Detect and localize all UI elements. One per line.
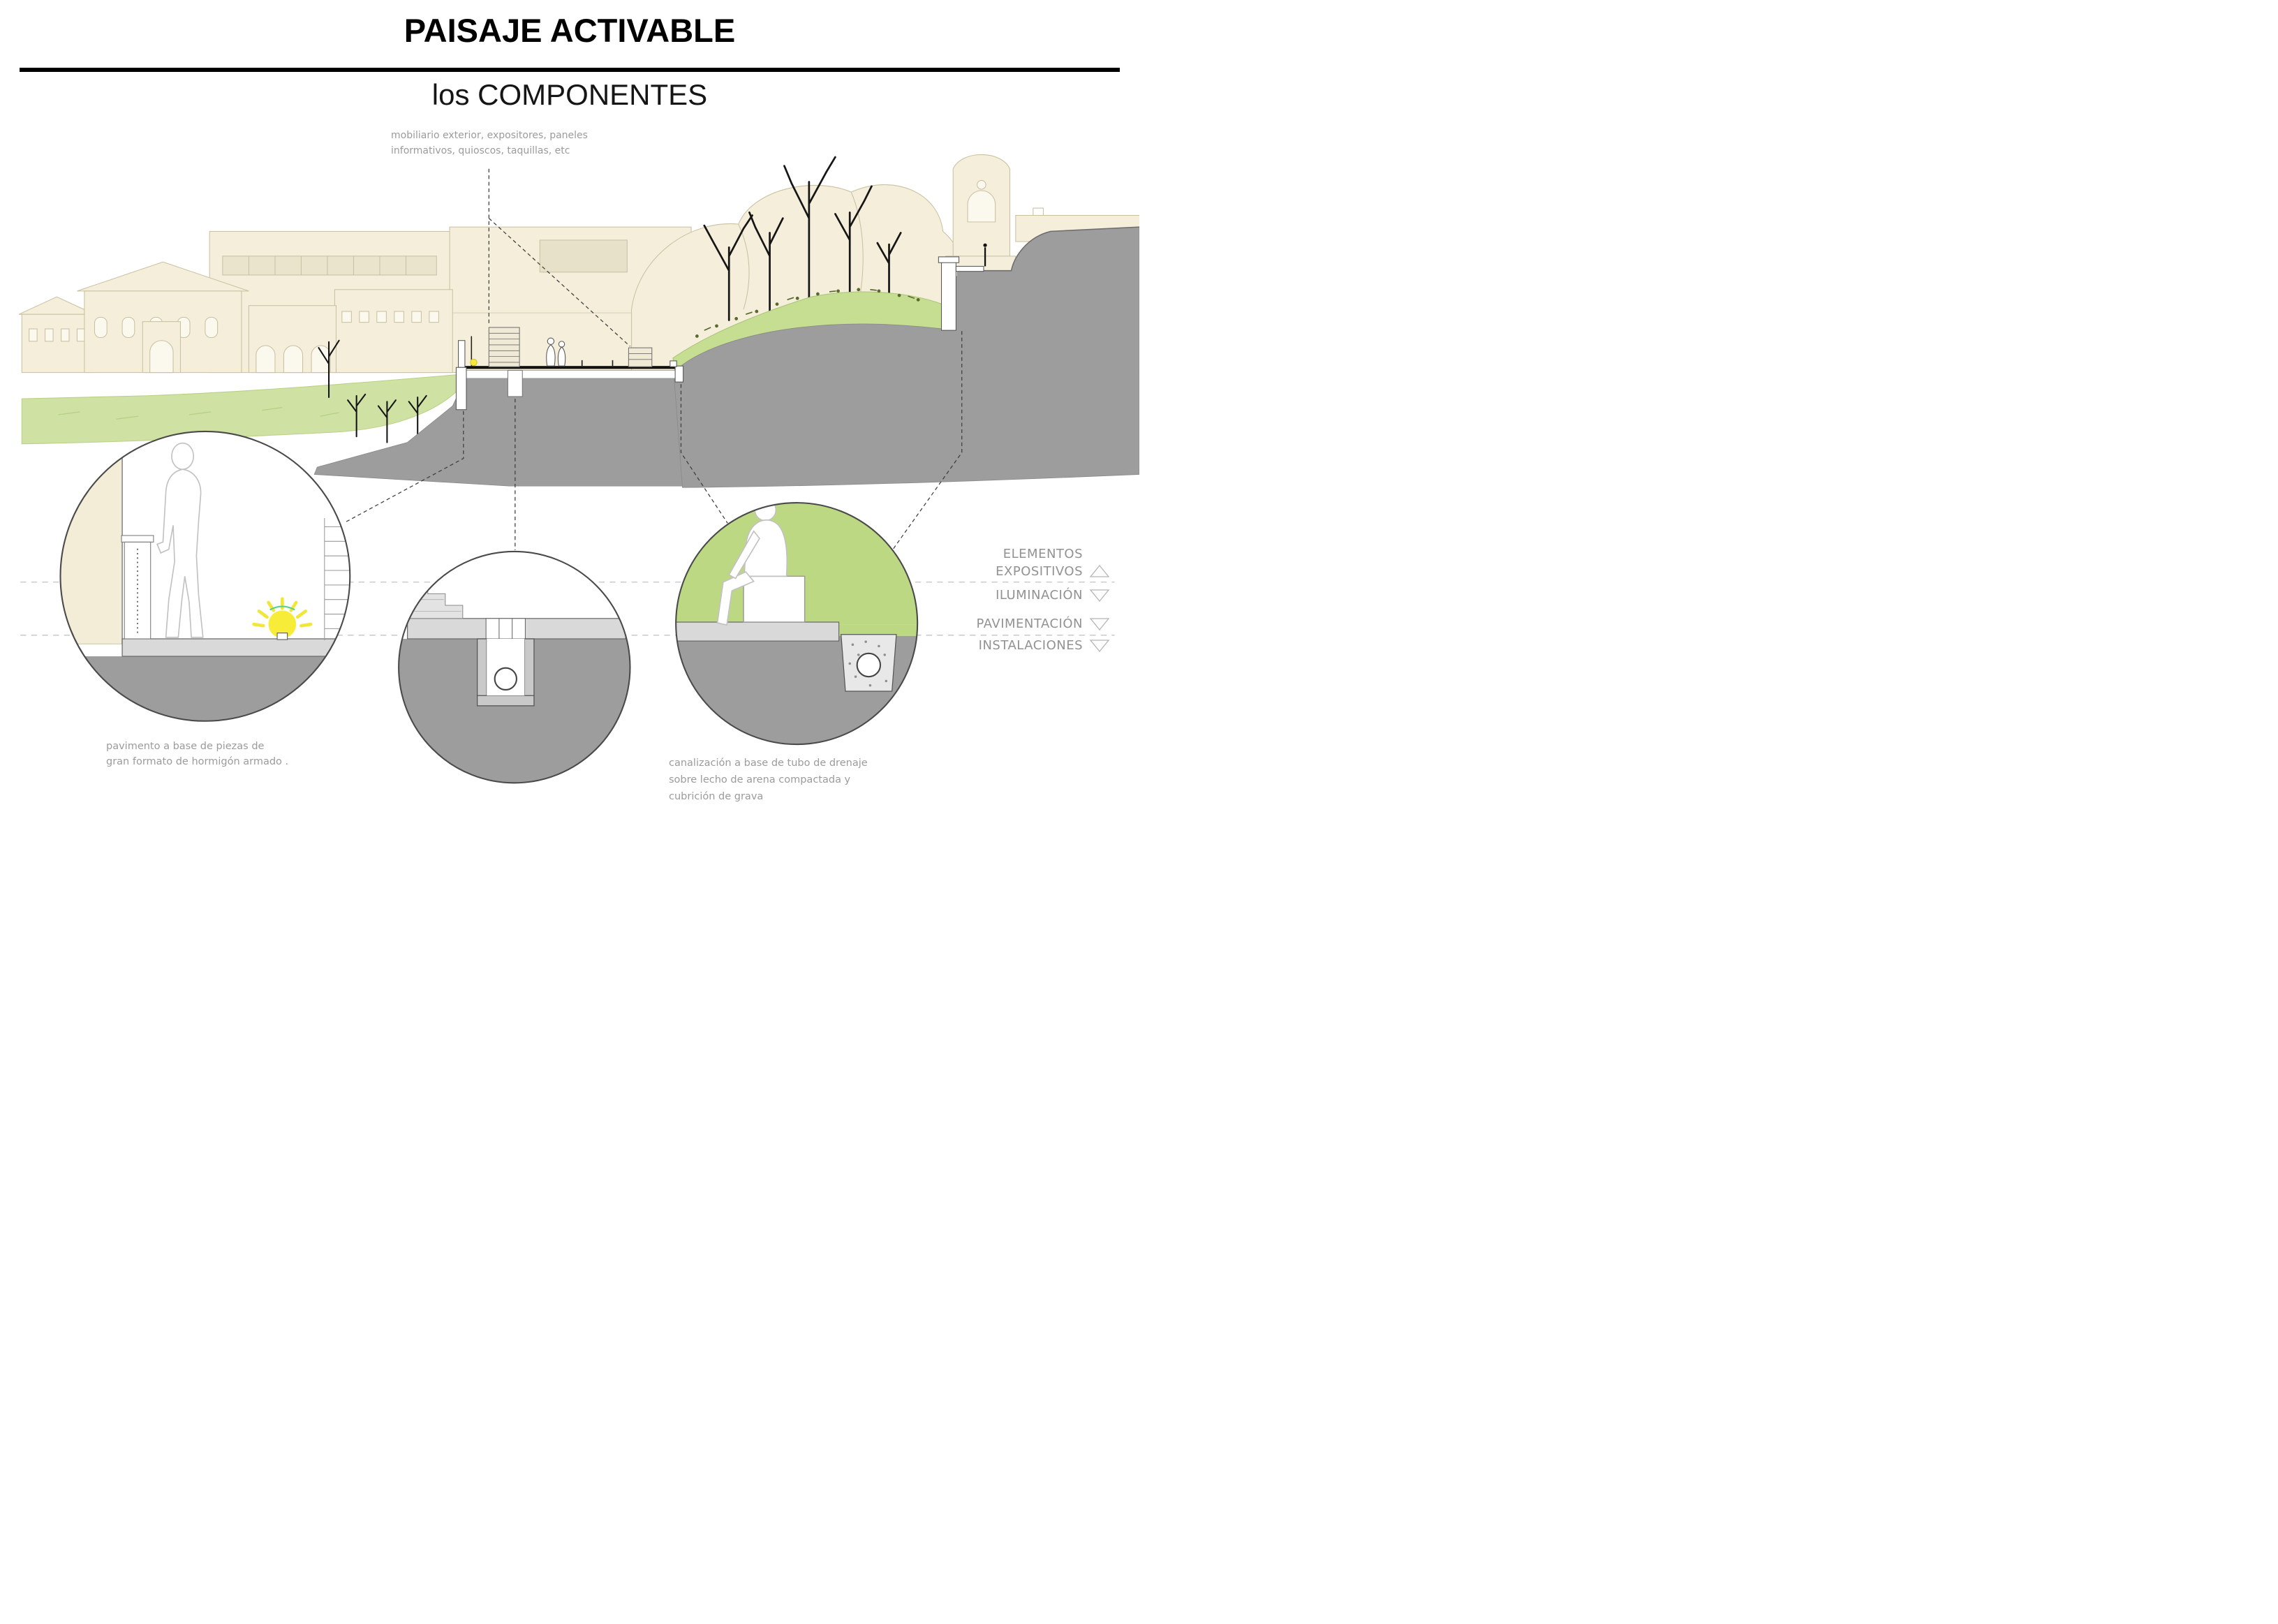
legend-label: PAVIMENTACIÓN xyxy=(976,617,1083,631)
legend-item-instalaciones: INSTALACIONES xyxy=(979,637,1110,654)
triangle-down-icon xyxy=(1089,639,1110,652)
detail-circle-drainage-channel xyxy=(398,550,631,784)
page-title: PAISAJE ACTIVABLE xyxy=(404,12,736,49)
trench-pipe xyxy=(856,652,882,678)
triangle-down-icon xyxy=(1089,589,1110,602)
plaza-deck-line xyxy=(464,366,683,369)
section-drawing xyxy=(18,154,1139,784)
plaza-light xyxy=(470,358,478,367)
poster-page: PAISAJE ACTIVABLE los COMPONENTES mobili… xyxy=(0,0,1139,812)
leader-lines xyxy=(344,168,963,550)
ground-section xyxy=(313,226,1139,488)
left-trees xyxy=(318,339,427,443)
hill-trees xyxy=(703,156,902,321)
drainage-channel xyxy=(477,638,535,707)
caption-pavimento: pavimento a base de piezas de gran forma… xyxy=(106,741,289,768)
hill-shrubs xyxy=(695,288,920,338)
annotation-mobiliario: mobiliario exterior, expositores, panele… xyxy=(391,130,588,156)
legend-label: ELEMENTOS EXPOSITIVOS xyxy=(996,547,1083,579)
caption-canalizacion: canalización a base de tubo de drenaje s… xyxy=(669,758,868,802)
retaining-wall xyxy=(938,256,984,331)
channel-grate xyxy=(485,618,526,640)
left-lawn xyxy=(21,374,466,445)
detail-circle-bench-drain xyxy=(675,502,919,746)
kiosk-panel xyxy=(488,327,653,367)
bench xyxy=(743,575,806,623)
drain-trench xyxy=(841,634,897,692)
drain-pit xyxy=(507,369,523,397)
title-divider xyxy=(20,68,1120,72)
plaza xyxy=(455,243,987,411)
drain-pipe xyxy=(494,667,517,691)
legend-item-elementos-expositivos: ELEMENTOS EXPOSITIVOS xyxy=(996,545,1110,580)
light-fixture xyxy=(276,633,288,640)
exhibit-pedestal xyxy=(121,535,154,640)
triangle-down-icon xyxy=(1089,617,1110,630)
legend-label: ILUMINACIÓN xyxy=(996,588,1083,603)
legend-item-iluminacion: ILUMINACIÓN xyxy=(996,586,1110,604)
plaza-people xyxy=(546,337,566,367)
standing-person xyxy=(156,442,204,638)
legend-item-pavimentacion: PAVIMENTACIÓN xyxy=(977,615,1110,633)
light-glow xyxy=(252,597,313,640)
triangle-up-icon xyxy=(1089,564,1110,577)
landscape-green xyxy=(21,288,943,445)
stair-hatch xyxy=(324,517,350,641)
legend-label: INSTALACIONES xyxy=(978,638,1083,653)
page-subtitle: los COMPONENTES xyxy=(431,78,708,111)
